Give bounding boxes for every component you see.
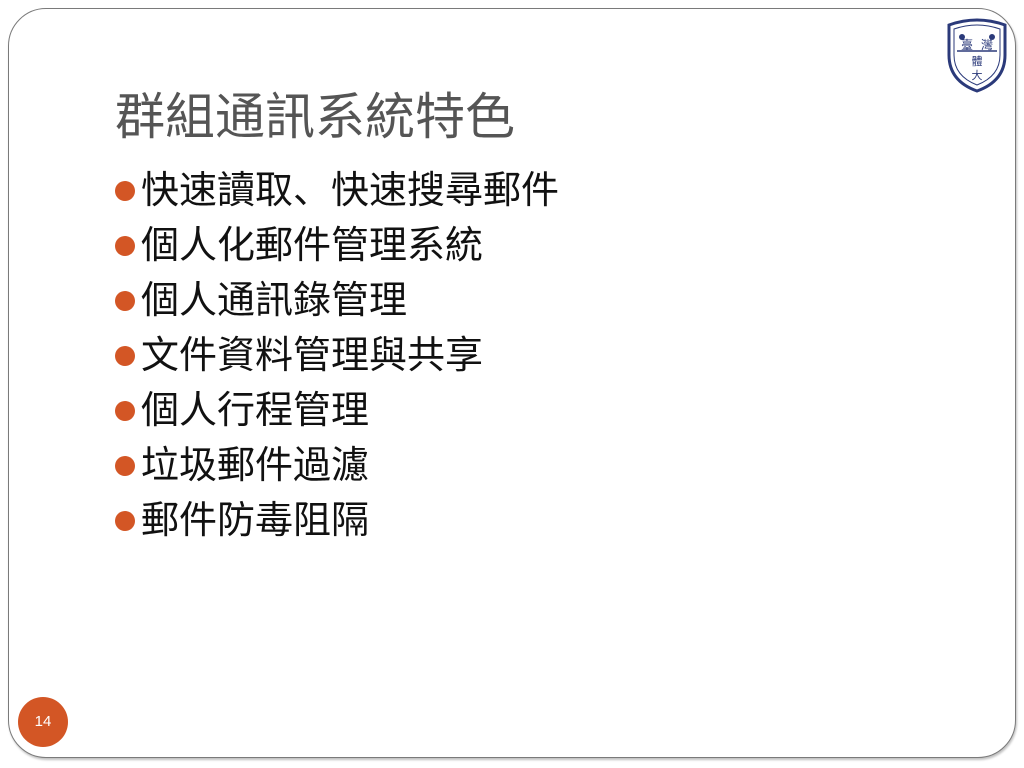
logo-char-bottom: 大 bbox=[972, 68, 983, 82]
shield-inner bbox=[953, 24, 1001, 86]
logo-char-top-right: 灣 bbox=[981, 38, 993, 52]
bullet-dot-icon bbox=[115, 510, 135, 531]
bullet-text: 文件資料管理與共享 bbox=[141, 333, 484, 377]
bullet-item: 個人通訊錄管理 bbox=[115, 273, 559, 328]
bullet-text: 垃圾郵件過濾 bbox=[141, 443, 370, 487]
bullet-item: 郵件防毒阻隔 bbox=[115, 493, 559, 548]
logo-char-middle: 體 bbox=[972, 55, 983, 68]
bullet-text: 個人化郵件管理系統 bbox=[141, 223, 484, 267]
bullet-dot-icon bbox=[115, 290, 135, 311]
bullet-item: 個人化郵件管理系統 bbox=[115, 218, 559, 273]
slide: 臺 灣 體 大 群組通訊系統特色 快速讀取、快速搜尋郵件 個人化郵件管理系統 個… bbox=[8, 8, 1016, 758]
bullet-text: 郵件防毒阻隔 bbox=[141, 498, 370, 542]
university-shield-logo-icon: 臺 灣 體 大 bbox=[947, 18, 1007, 93]
bullet-text: 個人行程管理 bbox=[141, 388, 370, 432]
bullet-text: 快速讀取、快速搜尋郵件 bbox=[141, 168, 560, 212]
bullet-dot-icon bbox=[115, 345, 135, 366]
slide-title: 群組通訊系統特色 bbox=[115, 88, 515, 146]
bullet-text: 個人通訊錄管理 bbox=[141, 278, 408, 322]
bullet-item: 垃圾郵件過濾 bbox=[115, 438, 559, 493]
bullet-dot-icon bbox=[115, 180, 135, 201]
bullet-item: 快速讀取、快速搜尋郵件 bbox=[115, 163, 559, 218]
bullet-dot-icon bbox=[115, 455, 135, 476]
bullet-dot-icon bbox=[115, 400, 135, 421]
logo-char-top-left: 臺 bbox=[961, 37, 973, 52]
bullet-item: 文件資料管理與共享 bbox=[115, 328, 559, 383]
shield-ornament-left bbox=[959, 34, 965, 40]
bullet-dot-icon bbox=[115, 235, 135, 256]
bullet-item: 個人行程管理 bbox=[115, 383, 559, 438]
bullet-list: 快速讀取、快速搜尋郵件 個人化郵件管理系統 個人通訊錄管理 文件資料管理與共享 … bbox=[115, 163, 559, 548]
page-number-badge: 14 bbox=[18, 697, 68, 747]
shield-ornament-right bbox=[989, 34, 995, 40]
